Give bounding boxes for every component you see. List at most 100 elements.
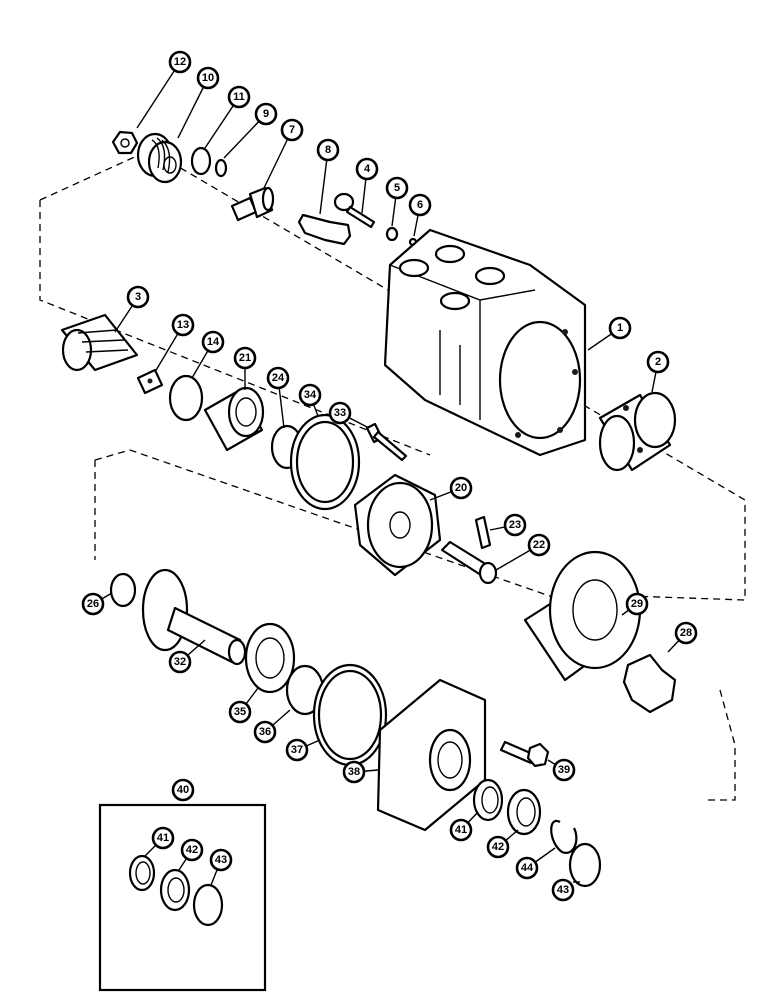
ring-14 [168,374,204,422]
callout-41-kit: 41 [151,826,175,850]
svg-text:13: 13 [177,319,189,331]
callout-28: 28 [674,621,698,645]
callout-11: 11 [227,85,251,109]
svg-text:41: 41 [157,832,169,844]
callout-43-kit: 43 [209,848,233,872]
shaft-32 [141,568,247,666]
callout-6: 6 [408,193,432,217]
svg-text:43: 43 [557,884,569,896]
bolt-39 [499,740,550,768]
ring-5 [385,226,399,242]
callout-36: 36 [253,720,277,744]
svg-text:23: 23 [509,519,521,531]
callout-21: 21 [233,346,257,370]
svg-text:22: 22 [533,539,545,551]
screw-33 [365,422,408,462]
callout-41-installed: 41 [449,818,473,842]
callout-22: 22 [527,533,551,557]
callout-3: 3 [126,285,150,309]
plug-26 [109,572,137,608]
callout-20: 20 [449,476,473,500]
callout-29: 29 [625,592,649,616]
washer-43-installed [568,842,602,888]
snap-ring-44 [550,819,578,854]
svg-text:10: 10 [202,72,214,84]
svg-text:33: 33 [334,407,346,419]
rotor-28 [622,653,677,714]
end-cover-38 [376,678,487,832]
callout-42-installed: 42 [486,835,510,859]
callout-43-installed: 43 [551,878,575,902]
svg-text:5: 5 [394,182,400,194]
needle-bearing-35 [244,622,296,694]
callout-42-kit: 42 [180,838,204,862]
o-ring-11 [190,146,212,176]
svg-text:41: 41 [455,824,467,836]
callout-32: 32 [168,650,192,674]
svg-text:42: 42 [186,844,198,856]
svg-text:2: 2 [655,356,661,368]
pin-22 [440,540,498,585]
callout-44: 44 [515,856,539,880]
end-plug-10 [136,132,183,184]
callout-24: 24 [266,366,290,390]
kit-washer-43 [192,883,224,927]
svg-text:40: 40 [177,784,189,796]
seal-42-installed [506,788,542,836]
svg-text:1: 1 [617,322,623,334]
svg-text:20: 20 [455,482,467,494]
callout-8: 8 [316,138,340,162]
svg-text:24: 24 [272,372,285,384]
svg-text:37: 37 [291,744,303,756]
callout-34: 34 [298,383,322,407]
svg-text:26: 26 [87,598,99,610]
svg-text:35: 35 [234,706,246,718]
callout-26: 26 [81,592,105,616]
svg-text:7: 7 [289,124,295,136]
svg-text:8: 8 [325,144,331,156]
callout-10: 10 [196,66,220,90]
sleeve-2 [598,391,677,472]
nut-12 [111,130,139,155]
seal-9 [214,158,228,178]
kit-seal-42 [159,868,191,912]
callout-40: 40 [171,778,195,802]
seal-41-installed [472,778,504,822]
upper-dashed-outline [39,149,746,601]
kit-seal-41 [128,854,156,892]
valve-screw-7 [230,186,275,222]
svg-text:38: 38 [348,766,360,778]
bolt-4 [333,192,376,229]
plate-20 [353,473,442,577]
svg-text:43: 43 [215,854,227,866]
svg-text:32: 32 [174,656,186,668]
svg-text:4: 4 [364,163,371,175]
bearing-21 [203,386,265,452]
svg-text:36: 36 [259,726,271,738]
svg-text:3: 3 [135,291,141,303]
housing-1 [383,228,587,457]
callout-38: 38 [342,760,366,784]
svg-text:9: 9 [263,108,269,120]
callout-12: 12 [168,50,192,74]
callout-14: 14 [201,330,225,354]
svg-text:39: 39 [558,764,570,776]
callout-5: 5 [385,176,409,200]
svg-text:29: 29 [631,598,643,610]
plate-8 [297,213,352,246]
callout-23: 23 [503,513,527,537]
svg-text:28: 28 [680,627,692,639]
lower-dashed-outline [94,449,736,801]
svg-text:34: 34 [304,389,317,401]
svg-text:14: 14 [207,336,220,348]
svg-text:21: 21 [239,352,251,364]
spool-3 [60,313,139,372]
svg-text:42: 42 [492,841,504,853]
callout-39: 39 [552,758,576,782]
callout-1: 1 [608,316,632,340]
ring-34 [289,413,361,511]
svg-text:11: 11 [233,91,245,103]
svg-text:44: 44 [521,862,534,874]
svg-text:12: 12 [174,56,186,68]
